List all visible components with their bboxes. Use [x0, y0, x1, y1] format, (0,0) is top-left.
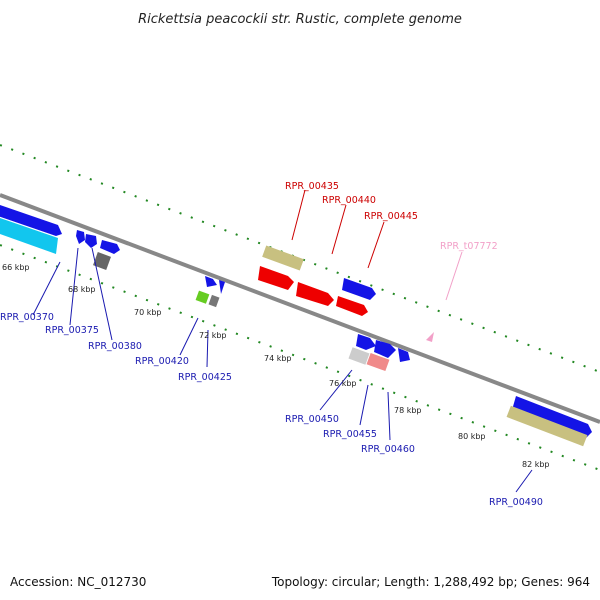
gene-label[interactable]: RPR_00435: [285, 181, 339, 192]
gene-block[interactable]: [506, 405, 588, 447]
gene-arrow[interactable]: [219, 280, 225, 294]
gene-leader-lines: [32, 189, 533, 493]
gene-block[interactable]: [366, 352, 390, 372]
gene-arrow[interactable]: [0, 205, 62, 236]
gene-arrow[interactable]: [512, 396, 592, 438]
gene-label[interactable]: RPR_00450: [285, 414, 339, 425]
scale-label: 80 kbp: [458, 432, 486, 441]
scale-label: 82 kbp: [522, 460, 550, 469]
gene-label[interactable]: RPR_00440: [322, 195, 376, 206]
gene-label[interactable]: RPR_00375: [45, 325, 99, 336]
gene-arrow[interactable]: [398, 348, 410, 362]
genome-backbone: [0, 193, 600, 424]
gene-arrow[interactable]: [76, 230, 85, 244]
scale-label: 72 kbp: [199, 331, 227, 340]
scale-label: 76 kbp: [329, 379, 357, 388]
scale-label: 66 kbp: [2, 263, 30, 272]
gene-arrow[interactable]: [258, 266, 294, 290]
gene-arrow[interactable]: [85, 234, 97, 248]
trna-marker[interactable]: [426, 332, 434, 342]
gene-arrow[interactable]: [342, 278, 376, 300]
gene-label[interactable]: RPR_t07772: [440, 241, 498, 252]
gene-label[interactable]: RPR_00380: [88, 341, 142, 352]
gene-block[interactable]: [93, 252, 111, 270]
gene-label[interactable]: RPR_00490: [489, 497, 543, 508]
gene-arrow[interactable]: [374, 340, 396, 358]
gene-arrow[interactable]: [296, 282, 334, 306]
map-title: Rickettsia peacockii str. Rustic, comple…: [138, 12, 462, 27]
genome-summary-text: Topology: circular; Length: 1,288,492 bp…: [271, 575, 590, 589]
gene-block[interactable]: [195, 290, 210, 304]
gene-label[interactable]: RPR_00420: [135, 356, 189, 367]
gene-label[interactable]: RPR_00425: [178, 372, 232, 383]
gene-label[interactable]: RPR_00445: [364, 211, 418, 222]
gene-arrow[interactable]: [205, 276, 217, 287]
gene-arrow[interactable]: [100, 240, 120, 254]
accession-text: Accession: NC_012730: [10, 575, 146, 589]
scale-label: 70 kbp: [134, 308, 162, 317]
gene-arrow[interactable]: [0, 218, 58, 254]
scale-label: 74 kbp: [264, 354, 292, 363]
gene-label[interactable]: RPR_00370: [0, 312, 54, 323]
gene-arrow[interactable]: [336, 296, 368, 316]
gene-block[interactable]: [262, 245, 304, 271]
gene-block[interactable]: [348, 347, 370, 365]
tick-row-inner: [0, 244, 600, 471]
scale-label: 78 kbp: [394, 406, 422, 415]
scale-label: 68 kbp: [68, 285, 96, 294]
gene-label[interactable]: RPR_00460: [361, 444, 415, 455]
gene-arrow[interactable]: [356, 334, 376, 350]
gene-block[interactable]: [208, 294, 220, 308]
gene-label[interactable]: RPR_00455: [323, 429, 377, 440]
